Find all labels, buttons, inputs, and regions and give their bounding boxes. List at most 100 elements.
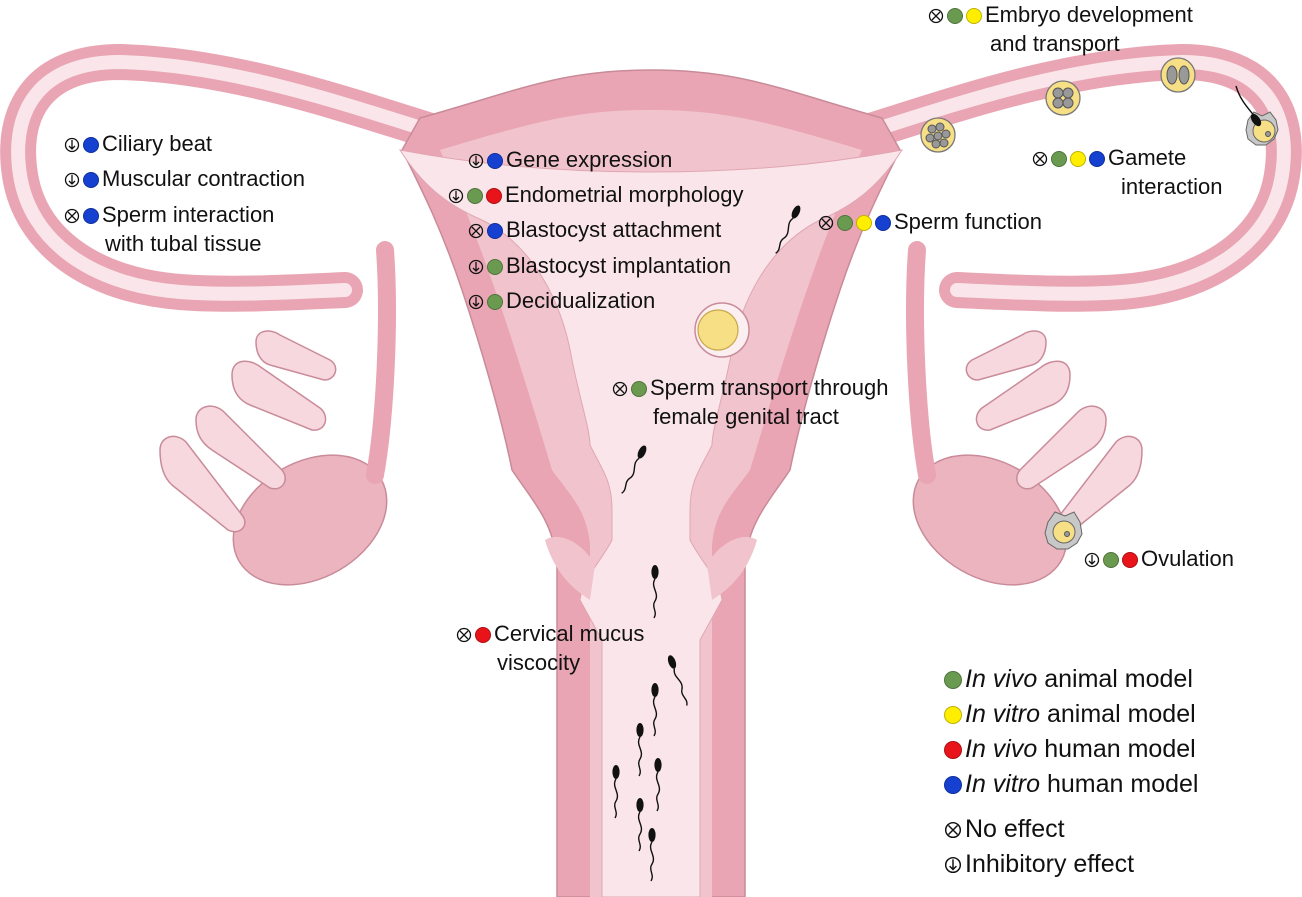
label-embryo-development: Embryo development and transport — [928, 0, 1193, 58]
inhibitory-icon — [468, 259, 484, 275]
label-sperm-transport: Sperm transport through female genital tr… — [612, 373, 888, 431]
label-text: Cervical mucus — [494, 621, 645, 646]
model-dot-in-vivo-animal — [631, 381, 647, 397]
no-effect-icon — [818, 215, 834, 231]
label-text: viscocity — [497, 650, 581, 675]
label-line: interaction — [1032, 172, 1223, 201]
label-line: Blastocyst implantation — [468, 251, 731, 280]
model-dot-in-vitro-animal — [856, 215, 872, 231]
label-ciliary-beat: Ciliary beat — [64, 129, 212, 158]
label-text: Blastocyst implantation — [506, 253, 731, 278]
legend-dot-blue — [944, 776, 962, 794]
legend-dot-red — [944, 741, 962, 759]
label-line: Blastocyst attachment — [468, 215, 721, 244]
right-fimbriae — [965, 330, 1143, 533]
model-dot-in-vivo-animal — [837, 215, 853, 231]
blastocyst-icon — [694, 302, 750, 358]
model-dot-in-vitro-animal — [1070, 151, 1086, 167]
label-text: Gamete — [1108, 145, 1187, 170]
label-blastocyst-attachment: Blastocyst attachment — [468, 215, 721, 244]
label-text: Ovulation — [1141, 546, 1234, 571]
legend: In vivo animal model In vitro animal mod… — [944, 662, 1198, 882]
no-effect-icon — [944, 821, 962, 839]
model-dot-in-vivo-animal — [487, 259, 503, 275]
label-line: female genital tract — [612, 402, 888, 431]
label-text: Gene expression — [506, 147, 673, 172]
label-gamete-interaction: Gamete interaction — [1032, 143, 1223, 201]
model-dot-in-vivo-animal — [1051, 151, 1067, 167]
label-line: Sperm transport through — [612, 373, 888, 402]
label-text: and transport — [990, 31, 1120, 56]
oocyte-fertilization-icon — [1235, 85, 1279, 146]
inhibitory-icon — [1084, 552, 1100, 568]
model-dot-in-vivo-animal — [1103, 552, 1119, 568]
embryo-4cell-icon — [1045, 80, 1081, 116]
inhibitory-icon — [64, 172, 80, 188]
label-ovulation: Ovulation — [1084, 544, 1234, 573]
label-muscular-contraction: Muscular contraction — [64, 164, 305, 193]
label-line: Sperm interaction — [64, 200, 274, 229]
legend-in-vitro-animal: In vitro animal model — [944, 697, 1198, 732]
legend-inhibitory: Inhibitory effect — [944, 847, 1198, 882]
label-line: Embryo development — [928, 0, 1193, 29]
label-text: Endometrial morphology — [505, 182, 744, 207]
legend-dot-yellow — [944, 706, 962, 724]
no-effect-icon — [1032, 151, 1048, 167]
legend-dot-green — [944, 671, 962, 689]
label-line: Gene expression — [468, 145, 672, 174]
no-effect-icon — [468, 223, 484, 239]
label-line: Endometrial morphology — [448, 180, 743, 209]
model-dot-in-vitro-human — [487, 223, 503, 239]
label-line: Cervical mucus — [456, 619, 644, 648]
legend-no-effect: No effect — [944, 812, 1198, 847]
model-dot-in-vitro-human — [875, 215, 891, 231]
label-line: Ciliary beat — [64, 129, 212, 158]
label-text: female genital tract — [653, 404, 839, 429]
model-dot-in-vitro-human — [83, 137, 99, 153]
model-dot-in-vivo-animal — [467, 188, 483, 204]
model-dot-in-vitro-animal — [966, 8, 982, 24]
inhibitory-icon — [468, 153, 484, 169]
model-dot-in-vitro-human — [487, 153, 503, 169]
model-dot-in-vivo-animal — [947, 8, 963, 24]
label-text: Ciliary beat — [102, 131, 213, 156]
label-sperm-function: Sperm function — [818, 207, 1042, 236]
inhibitory-icon — [944, 856, 962, 874]
embryo-morula-icon — [920, 117, 956, 153]
inhibitory-icon — [468, 294, 484, 310]
inhibitory-icon — [448, 188, 464, 204]
label-text: Decidualization — [506, 288, 656, 313]
label-text: Sperm transport through — [650, 375, 889, 400]
model-dot-in-vitro-human — [83, 208, 99, 224]
no-effect-icon — [456, 627, 472, 643]
label-line: Ovulation — [1084, 544, 1234, 573]
label-gene-expression: Gene expression — [468, 145, 672, 174]
label-line: Muscular contraction — [64, 164, 305, 193]
inhibitory-icon — [64, 137, 80, 153]
no-effect-icon — [64, 208, 80, 224]
model-dot-in-vivo-human — [475, 627, 491, 643]
oocyte-ovulation-icon — [1044, 511, 1083, 550]
no-effect-icon — [612, 381, 628, 397]
legend-in-vivo-human: In vivo human model — [944, 732, 1198, 767]
legend-in-vitro-human: In vitro human model — [944, 767, 1198, 802]
no-effect-icon — [928, 8, 944, 24]
label-text: Sperm interaction — [102, 202, 275, 227]
label-line: with tubal tissue — [64, 229, 274, 258]
model-dot-in-vivo-human — [486, 188, 502, 204]
label-decidualization: Decidualization — [468, 286, 655, 315]
label-line: Decidualization — [468, 286, 655, 315]
left-fimbriae — [159, 330, 337, 533]
model-dot-in-vivo-animal — [487, 294, 503, 310]
label-cervical-mucus: Cervical mucus viscocity — [456, 619, 644, 677]
model-dot-in-vitro-human — [1089, 151, 1105, 167]
model-dot-in-vivo-human — [1122, 552, 1138, 568]
label-blastocyst-implantation: Blastocyst implantation — [468, 251, 731, 280]
label-text: Embryo development — [985, 2, 1193, 27]
label-line: Sperm function — [818, 207, 1042, 236]
label-text: Blastocyst attachment — [506, 217, 722, 242]
label-text: interaction — [1121, 174, 1223, 199]
label-line: and transport — [928, 29, 1193, 58]
